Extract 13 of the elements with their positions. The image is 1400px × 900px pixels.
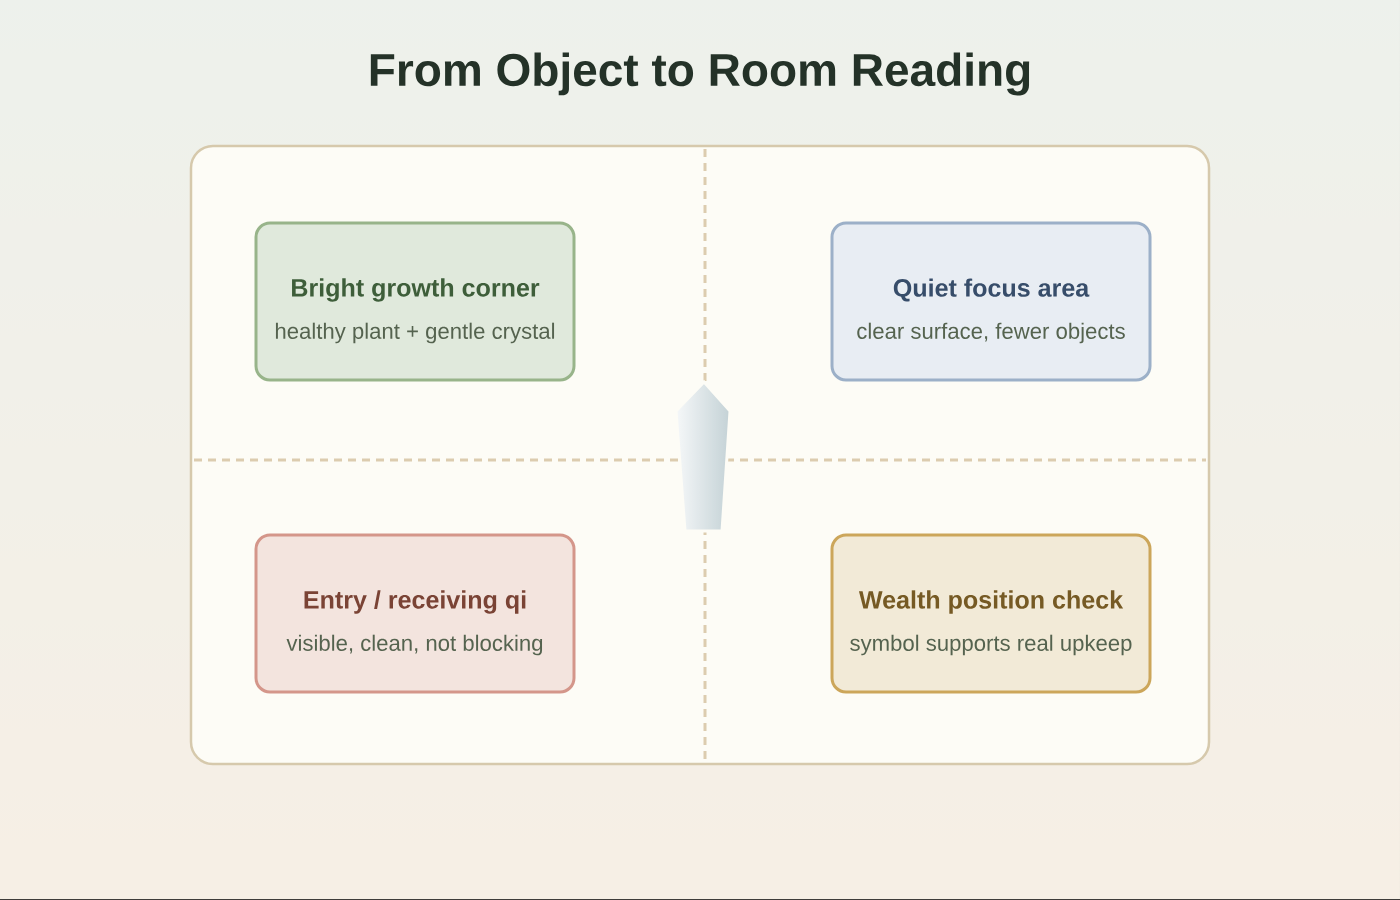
zone-card bbox=[830, 533, 1152, 694]
zone-card bbox=[830, 221, 1152, 382]
card-heading: Quiet focus area bbox=[893, 278, 1090, 302]
zone-card bbox=[254, 221, 576, 382]
card-heading: Entry / receiving qi bbox=[304, 590, 526, 614]
card-text: clear surface, fewer objects bbox=[857, 322, 1125, 344]
card-text: symbol supports real upkeep bbox=[850, 634, 1132, 656]
card-text: visible, clean, not blocking bbox=[286, 634, 543, 656]
diagram-title: From Object to Room Reading bbox=[370, 52, 1030, 96]
zone-card bbox=[254, 533, 576, 694]
card-text: healthy plant + gentle crystal bbox=[275, 322, 555, 344]
card-heading: Wealth position check bbox=[858, 590, 1124, 614]
card-heading: Bright growth corner bbox=[292, 278, 540, 302]
